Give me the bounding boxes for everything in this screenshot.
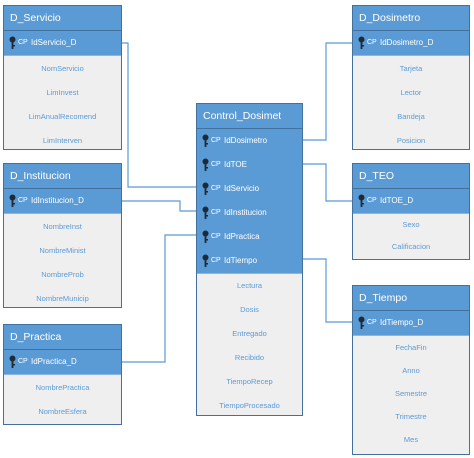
foreign-key-row[interactable]: CP IdPractica — [197, 225, 302, 250]
primary-key-name: IdInstitucion_D — [31, 196, 84, 205]
entity-title: D_Tiempo — [353, 286, 469, 311]
key-icon — [202, 230, 209, 243]
foreign-key-row[interactable]: CP IdDosimetro — [197, 129, 302, 154]
key-icon — [9, 355, 16, 368]
attribute-row: Sexo — [402, 220, 420, 229]
attribute-row: NombreMinist — [39, 246, 86, 255]
attribute-row: NombreInst — [43, 222, 82, 231]
entity-title: Control_Dosimet — [197, 104, 302, 129]
key-prefix-label: CP — [211, 209, 221, 216]
primary-key-name: IdDosimetro_D — [380, 38, 434, 47]
entity-title: D_Dosimetro — [353, 6, 469, 31]
measure-row: Lectura — [236, 281, 263, 290]
primary-key-row[interactable]: CP IdPractica_D — [4, 350, 121, 375]
connector-teo — [303, 163, 352, 202]
key-prefix-label: CP — [211, 161, 221, 168]
key-icon — [358, 194, 365, 207]
key-prefix-label: CP — [367, 39, 377, 46]
foreign-key-name: IdTOE — [224, 160, 247, 169]
attribute-row: Lector — [400, 88, 422, 97]
connector-servicio — [122, 42, 196, 188]
key-prefix-label: CP — [211, 137, 221, 144]
key-icon — [202, 206, 209, 219]
attribute-row: NombrePractica — [35, 383, 90, 392]
foreign-key-name: IdDosimetro — [224, 136, 268, 145]
entity-control-dosimet[interactable]: Control_Dosimet CP IdDosimetro CP IdTOE … — [196, 103, 303, 416]
entity-d-dosimetro[interactable]: D_Dosimetro CP IdDosimetro_D Tarjeta Lec… — [352, 5, 470, 150]
attribute-row: Bandeja — [397, 112, 425, 121]
measure-row: Dosis — [240, 305, 259, 314]
key-prefix-label: CP — [211, 233, 221, 240]
key-icon — [202, 182, 209, 195]
key-prefix-label: CP — [18, 39, 28, 46]
primary-key-row[interactable]: CP IdServicio_D — [4, 31, 121, 56]
key-icon — [358, 36, 365, 49]
attribute-row: Tarjeta — [399, 64, 423, 73]
key-prefix-label: CP — [18, 358, 28, 365]
connector-tiempo — [303, 258, 352, 323]
entity-title: D_TEO — [353, 164, 469, 189]
key-icon — [202, 134, 209, 147]
key-prefix-label: CP — [18, 197, 28, 204]
entity-d-institucion[interactable]: D_Institucion CP IdInstitucion_D NombreI… — [3, 163, 122, 308]
key-icon — [202, 158, 209, 171]
attribute-row: FechaFin — [395, 343, 427, 352]
connector-dosimetro — [303, 42, 352, 141]
connector-practica — [122, 234, 196, 363]
primary-key-row[interactable]: CP IdDosimetro_D — [353, 31, 469, 56]
attribute-row: Trimestre — [395, 412, 427, 421]
foreign-key-row[interactable]: CP IdInstitucion — [197, 201, 302, 226]
attribute-row: Semestre — [394, 389, 428, 398]
measure-row: TiempoRecep — [226, 377, 273, 386]
attribute-row: Posicion — [396, 136, 426, 145]
primary-key-name: IdPractica_D — [31, 357, 77, 366]
measure-row: TiempoProcesado — [219, 401, 280, 410]
foreign-key-name: IdPractica — [224, 232, 260, 241]
attribute-row: Calificacion — [391, 242, 431, 251]
attribute-row: NombreProb — [41, 270, 84, 279]
attribute-row: LimInterven — [42, 136, 83, 145]
entity-title: D_Institucion — [4, 164, 121, 189]
primary-key-name: IdTOE_D — [380, 196, 414, 205]
entity-d-servicio[interactable]: D_Servicio CP IdServicio_D NomServicio L… — [3, 5, 122, 150]
primary-key-row[interactable]: CP IdTiempo_D — [353, 311, 469, 336]
attribute-row: Mes — [403, 435, 419, 444]
connector-institucion — [122, 200, 196, 212]
entity-title: D_Servicio — [4, 6, 121, 31]
measure-row: Entregado — [232, 329, 267, 338]
key-prefix-label: CP — [367, 319, 377, 326]
entity-d-practica[interactable]: D_Practica CP IdPractica_D NombrePractic… — [3, 324, 122, 425]
key-icon — [202, 254, 209, 267]
primary-key-name: IdServicio_D — [31, 38, 77, 47]
entity-d-tiempo[interactable]: D_Tiempo CP IdTiempo_D FechaFin Anno Sem… — [352, 285, 470, 455]
entity-d-teo[interactable]: D_TEO CP IdTOE_D Sexo Calificacion — [352, 163, 470, 260]
key-prefix-label: CP — [211, 257, 221, 264]
foreign-key-name: IdInstitucion — [224, 208, 267, 217]
foreign-key-row[interactable]: CP IdTOE — [197, 153, 302, 178]
measure-row: Recibido — [234, 353, 265, 362]
foreign-key-row[interactable]: CP IdTiempo — [197, 249, 302, 274]
attribute-row: LimInvest — [46, 88, 79, 97]
attribute-row: NomServicio — [41, 64, 84, 73]
primary-key-name: IdTiempo_D — [380, 318, 424, 327]
key-prefix-label: CP — [367, 197, 377, 204]
key-icon — [358, 316, 365, 329]
attribute-row: Anno — [402, 366, 420, 375]
entity-title: D_Practica — [4, 325, 121, 350]
primary-key-row[interactable]: CP IdInstitucion_D — [4, 189, 121, 214]
key-icon — [9, 36, 16, 49]
attribute-row: NombreMunicip — [36, 294, 89, 303]
key-icon — [9, 194, 16, 207]
attribute-row: NombreEsfera — [38, 407, 87, 416]
key-prefix-label: CP — [211, 185, 221, 192]
foreign-key-row[interactable]: CP IdServicio — [197, 177, 302, 202]
foreign-key-name: IdServicio — [224, 184, 260, 193]
primary-key-row[interactable]: CP IdTOE_D — [353, 189, 469, 214]
attribute-row: LimAnualRecomend — [28, 112, 97, 121]
foreign-key-name: IdTiempo — [224, 256, 258, 265]
